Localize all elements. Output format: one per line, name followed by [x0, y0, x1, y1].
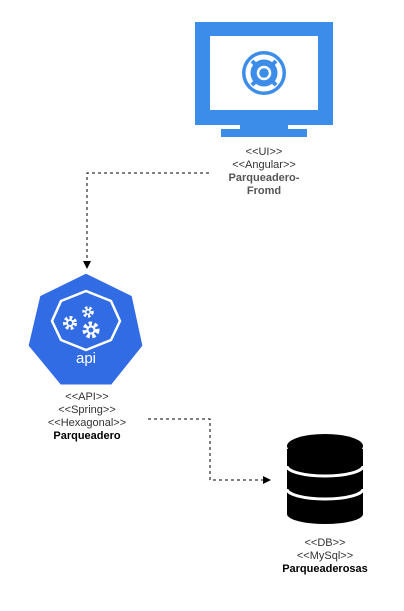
lifebuoy-icon [242, 51, 286, 95]
ui-stereotype-angular: <<Angular>> [232, 159, 296, 171]
api-node-label: <<API>> <<Spring>> <<Hexagonal>> Parquea… [28, 391, 146, 443]
api-stereotype-spring: <<Spring>> [58, 404, 116, 416]
connector-ui-to-api [83, 172, 209, 269]
ui-node-name-line1: Parqueadero- [228, 172, 300, 184]
api-stereotype-hexagonal: <<Hexagonal>> [47, 417, 127, 429]
db-node[interactable] [285, 434, 365, 524]
ui-node[interactable] [195, 22, 333, 137]
api-badge-text: api [76, 350, 96, 367]
api-node[interactable]: api [25, 270, 146, 388]
heptagon-badge-icon [25, 270, 146, 388]
connector-api-to-db [148, 418, 271, 484]
db-stereotype-db: <<DB>> [304, 537, 346, 549]
api-node-name: Parqueadero [53, 430, 121, 442]
gears-icon [63, 306, 100, 339]
db-node-label: <<DB>> <<MySql>> Parqueaderosas [266, 537, 384, 576]
ui-stereotype-ui: <<UI>> [245, 146, 283, 158]
database-icon [285, 434, 365, 524]
api-stereotype-api: <<API>> [65, 391, 109, 403]
ui-node-name-line2: Fromd [246, 185, 282, 197]
db-stereotype-mysql: <<MySql>> [296, 550, 354, 562]
ui-node-label: <<UI>> <<Angular>> Parqueadero- Fromd [205, 146, 323, 198]
db-node-name: Parqueaderosas [282, 563, 368, 575]
